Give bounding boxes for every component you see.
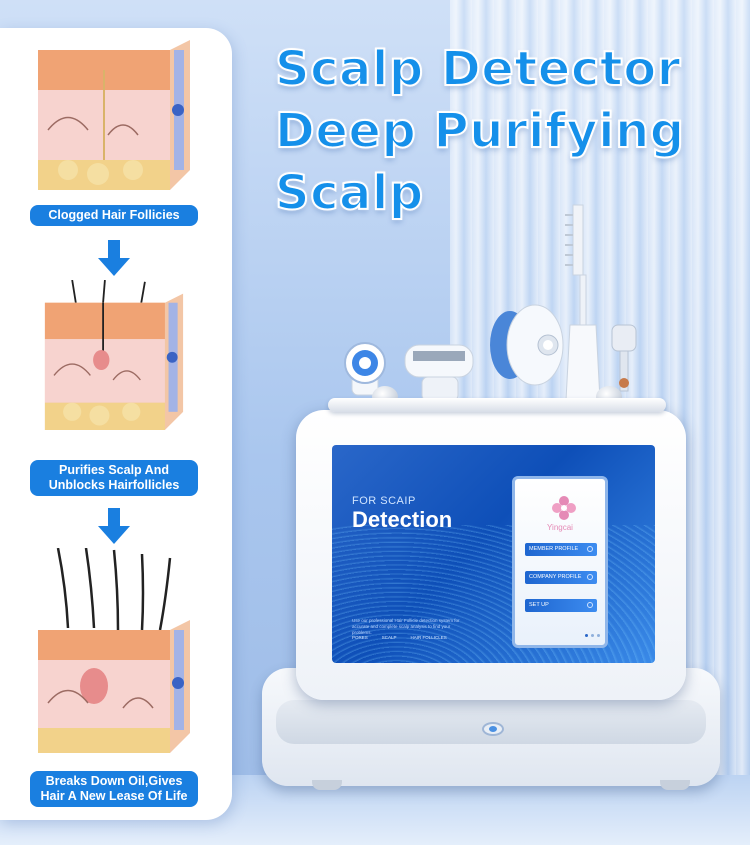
skin-illustration-renewed bbox=[38, 548, 190, 753]
step-2-caption-line2: Unblocks Hairfollicles bbox=[48, 478, 180, 492]
building-icon bbox=[587, 574, 593, 580]
step-3-caption-line2: Hair A New Lease Of Life bbox=[40, 789, 188, 803]
step-2-caption-line1: Purifies Scalp And bbox=[59, 463, 169, 477]
handpiece-tray bbox=[328, 398, 666, 412]
headline-line1: Scalp Detector bbox=[274, 40, 681, 98]
company-profile-button[interactable]: COMPANY PROFILE bbox=[525, 571, 597, 584]
skin-illustration-clogged bbox=[38, 40, 190, 190]
page-dot[interactable] bbox=[597, 634, 600, 637]
member-profile-button[interactable]: MEMBER PROFILE bbox=[525, 543, 597, 556]
member-profile-label: MEMBER PROFILE bbox=[529, 546, 579, 552]
gear-icon bbox=[587, 602, 593, 608]
screen-big-heading: Detection bbox=[352, 507, 453, 532]
setup-label: SET UP bbox=[529, 602, 549, 608]
step-3-caption-line1: Breaks Down Oil,Gives bbox=[45, 774, 183, 788]
screen-tab-follicles[interactable]: HAIR FOLLICLES bbox=[410, 635, 447, 640]
headline-line2: Deep Purifying bbox=[274, 102, 685, 160]
screen-tabs: PORES SCALP HAIR FOLLICLES bbox=[352, 635, 447, 640]
step-1-caption: Clogged Hair Follicies bbox=[30, 205, 198, 226]
step-3-caption: Breaks Down Oil,Gives Hair A New Lease O… bbox=[30, 771, 198, 807]
screen-fine-print: Use our professional Hair Follicle detec… bbox=[352, 618, 460, 635]
page-dots bbox=[585, 634, 600, 637]
screen-tab-scalp[interactable]: SCALP bbox=[381, 635, 397, 640]
screen-small-heading: FOR SCAIP bbox=[352, 495, 416, 507]
brand-name: Yingcai bbox=[547, 523, 573, 532]
page-dot[interactable] bbox=[591, 634, 594, 637]
step-2-caption: Purifies Scalp And Unblocks Hairfollicle… bbox=[30, 460, 198, 496]
headline-line3: Scalp bbox=[274, 164, 424, 222]
skin-illustration-purified bbox=[44, 280, 184, 430]
device-foot bbox=[312, 780, 342, 790]
tablet-menu: Yingcai MEMBER PROFILE COMPANY PROFILE S… bbox=[512, 476, 608, 648]
arrow-down-icon bbox=[98, 508, 130, 544]
device-foot bbox=[660, 780, 690, 790]
handpieces bbox=[344, 204, 637, 402]
power-icon[interactable] bbox=[482, 722, 504, 736]
headline: Scalp Detector Deep Purifying Scalp bbox=[274, 38, 745, 224]
company-profile-label: COMPANY PROFILE bbox=[529, 574, 582, 580]
screen-tab-pores[interactable]: PORES bbox=[352, 635, 368, 640]
arrow-down-icon bbox=[98, 240, 130, 276]
setup-button[interactable]: SET UP bbox=[525, 599, 597, 612]
page-dot[interactable] bbox=[585, 634, 588, 637]
flower-logo-icon bbox=[552, 496, 576, 520]
person-icon bbox=[587, 546, 593, 552]
